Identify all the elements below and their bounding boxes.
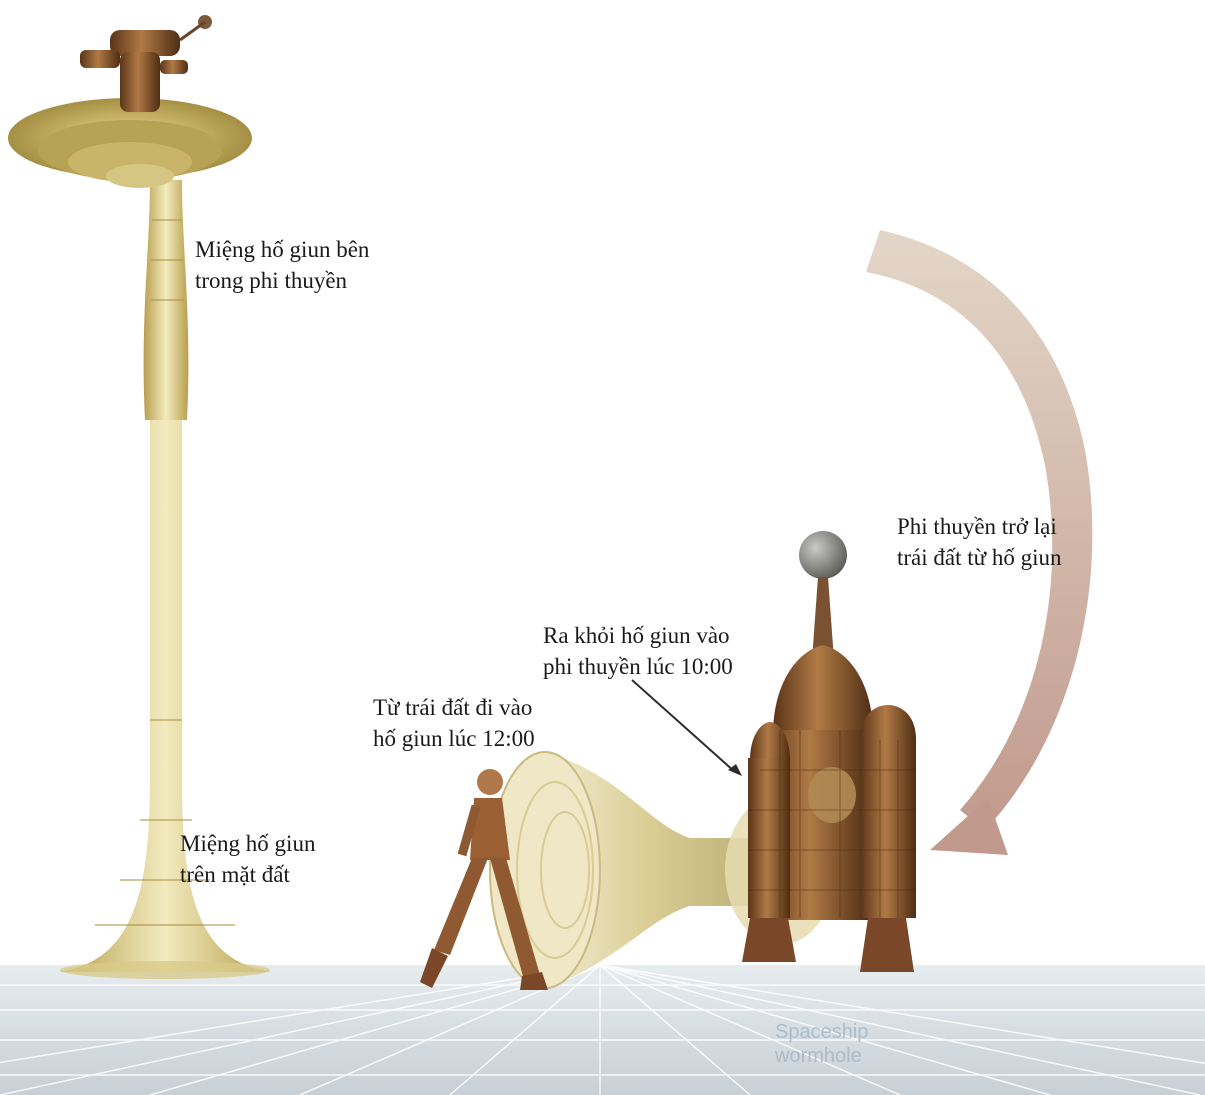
spaceship-small <box>80 15 212 112</box>
label-return-to-earth: Phi thuyền trở lại trái đất từ hố giun <box>897 511 1062 573</box>
label-mouth-on-ground-line2: trên mặt đất <box>180 859 315 890</box>
label-mouth-in-ship-line2: trong phi thuyền <box>195 265 369 296</box>
watermark-line1: Spaceship <box>775 1020 868 1044</box>
label-exit-wormhole: Ra khỏi hố giun vào phi thuyền lúc 10:00 <box>543 620 733 682</box>
label-mouth-in-ship-line1: Miệng hố giun bên <box>195 234 369 265</box>
label-mouth-in-ship: Miệng hố giun bên trong phi thuyền <box>195 234 369 296</box>
label-mouth-on-ground-line1: Miệng hố giun <box>180 828 315 859</box>
label-return-to-earth-line1: Phi thuyền trở lại <box>897 511 1062 542</box>
watermark: Spaceship wormhole <box>775 1020 868 1068</box>
label-enter-wormhole-line1: Từ trái đất đi vào <box>373 692 535 723</box>
label-exit-wormhole-line1: Ra khỏi hố giun vào <box>543 620 733 651</box>
label-enter-wormhole: Từ trái đất đi vào hố giun lúc 12:00 <box>373 692 535 754</box>
watermark-line2: wormhole <box>775 1044 868 1068</box>
label-enter-wormhole-line2: hố giun lúc 12:00 <box>373 723 535 754</box>
label-exit-wormhole-line2: phi thuyền lúc 10:00 <box>543 651 733 682</box>
label-return-to-earth-line2: trái đất từ hố giun <box>897 542 1062 573</box>
label-mouth-on-ground: Miệng hố giun trên mặt đất <box>180 828 315 890</box>
floor-grid <box>0 965 1205 1095</box>
